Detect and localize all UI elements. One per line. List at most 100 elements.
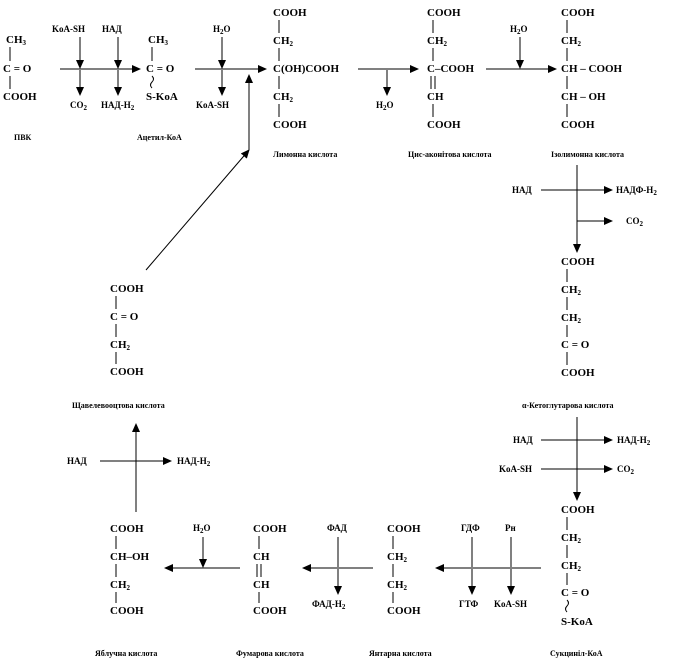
label-succinic: Янтарна кислота [369, 649, 432, 658]
isocit-choh: CH – OH [561, 91, 606, 103]
acetyl-ch3: CH3 [148, 34, 169, 47]
product-nadh2-3: НАД-Н2 [177, 456, 211, 468]
label-malic: Яблучна кислота [95, 649, 157, 658]
akg-ch2-2: CH2 [561, 312, 582, 325]
fumaric-structure: COOH CH CH COOH [253, 523, 287, 617]
product-nadh2-2: НАД-Н2 [617, 435, 651, 447]
reagent-h2o-2: H2O [510, 24, 528, 36]
product-co2-2: CO2 [626, 216, 644, 228]
oxalo-co: C = O [110, 311, 139, 323]
label-succinylcoa: Сукциніл-КоА [550, 649, 603, 658]
reagent-koash-2: KoA-SH [499, 464, 532, 474]
label-acetyl-coa: Ацетил-КоА [137, 133, 182, 142]
product-nadh2: НАД-Н2 [101, 100, 135, 112]
succoa-co: C = O [561, 587, 590, 599]
product-h2o: H2O [376, 100, 394, 112]
reagent-pn: Рн [505, 523, 516, 533]
citric-center: C(OH)COOH [273, 63, 339, 75]
acetyl-coa-structure: CH3 C = O S-KoA [146, 34, 178, 103]
reagent-nad-2: НАД [512, 185, 533, 195]
product-koash: KoA-SH [196, 100, 229, 110]
oxalo-cooh-top: COOH [110, 283, 144, 295]
citric-cooh-bottom: COOH [273, 119, 307, 131]
reagent-nad-3: НАД [513, 435, 534, 445]
pvk-ch3: CH3 [6, 34, 27, 47]
isocit-cooh-top: COOH [561, 7, 595, 19]
malic-choh: CH–OH [110, 551, 150, 563]
oxalo-cooh-bottom: COOH [110, 366, 144, 378]
label-citric-acid: Лимонна кислота [273, 150, 337, 159]
label-pvk: ПВК [14, 133, 32, 142]
succoa-ch2-1: CH2 [561, 532, 582, 545]
malic-structure: COOH CH–OH CH2 COOH [110, 523, 150, 617]
citric-cooh-top: COOH [273, 7, 307, 19]
reaction-succinic-to-fumaric: ФАД ФАД-Н2 [302, 523, 373, 611]
pvk-structure: CH3 C = O COOH [3, 34, 37, 103]
cisaconitic-structure: COOH CH2 C–COOH CH COOH [427, 7, 475, 131]
reagent-nad: НАД [102, 24, 123, 34]
reagent-koash: KoA-SH [52, 24, 85, 34]
cisacon-ch: CH [427, 91, 444, 103]
label-akg: α-Кетоглутарова кислота [522, 401, 614, 410]
product-gtf: ГТФ [459, 599, 479, 609]
product-nadfh2: НАДФ-Н2 [616, 185, 657, 197]
product-co2: CO2 [70, 100, 88, 112]
reaction-fumaric-to-malic: H2O [164, 523, 240, 572]
reagent-gdf: ГДФ [461, 523, 480, 533]
label-oxaloacetic: Щавелевооцтова кислота [72, 401, 165, 410]
succinic-cooh-top: COOH [387, 523, 421, 535]
akg-co: C = O [561, 339, 590, 351]
reagent-nad-4: НАД [67, 456, 88, 466]
oxalo-ch2: CH2 [110, 339, 131, 352]
fumaric-cooh-bottom: COOH [253, 605, 287, 617]
reaction-akg-to-succinylcoa: НАД НАД-Н2 KoA-SH CO2 [499, 417, 651, 501]
isocit-cooh-bottom: COOH [561, 119, 595, 131]
pvk-co: C = O [3, 63, 32, 75]
arrow-oxaloacetic-to-citric [145, 149, 250, 271]
isocitric-structure: COOH CH2 CH – COOH CH – OH COOH [561, 7, 623, 131]
cisacon-ch2: CH2 [427, 35, 448, 48]
reagent-h2o-3: H2O [193, 523, 211, 535]
fumaric-cooh-top: COOH [253, 523, 287, 535]
cisacon-cooh-bottom: COOH [427, 119, 461, 131]
malic-cooh-top: COOH [110, 523, 144, 535]
reaction-acetyl-to-citric: H2O KoA-SH [195, 24, 267, 110]
citric-ch2-bottom: CH2 [273, 91, 294, 104]
reagent-fad: ФАД [327, 523, 348, 533]
label-cisaconitic: Цис-аконітова кислота [408, 150, 492, 159]
isocit-ch2: CH2 [561, 35, 582, 48]
reaction-isocitric-to-akg: НАД НАДФ-Н2 CO2 [512, 165, 657, 253]
label-fumaric: Фумарова кислота [236, 649, 304, 658]
reaction-malic-to-oxaloacetic: НАД НАД-Н2 [67, 423, 211, 512]
succoa-skoa: S-KoA [561, 616, 593, 628]
akg-structure: COOH CH2 CH2 C = O COOH [561, 256, 595, 379]
isocit-chcooh: CH – COOH [561, 63, 623, 75]
pvk-cooh: COOH [3, 91, 37, 103]
succinic-cooh-bottom: COOH [387, 605, 421, 617]
citric-ch2-top: CH2 [273, 35, 294, 48]
acetyl-co: C = O [146, 63, 175, 75]
reaction-citric-to-cisaconitic: H2O [358, 65, 419, 112]
succinic-structure: COOH CH2 CH2 COOH [387, 523, 421, 617]
citric-acid-structure: COOH CH2 C(OH)COOH CH2 COOH [273, 7, 339, 131]
malic-ch2: CH2 [110, 579, 131, 592]
malic-cooh-bottom: COOH [110, 605, 144, 617]
cisacon-cooh-top: COOH [427, 7, 461, 19]
oxaloacetic-structure: COOH C = O CH2 COOH [110, 283, 144, 378]
product-koash-2: KoA-SH [494, 599, 527, 609]
reaction-succcoa-to-succinic: ГДФ ГТФ Рн KoA-SH [435, 523, 541, 609]
succoa-ch2-2: CH2 [561, 560, 582, 573]
reaction-pvk-to-acetyl: KoA-SH НАД CO2 НАД-Н2 [52, 24, 141, 112]
label-isocitric: Ізолимонна кислота [551, 150, 624, 159]
akg-cooh-bottom: COOH [561, 367, 595, 379]
succinic-ch2-2: CH2 [387, 579, 408, 592]
product-fadh2: ФАД-Н2 [312, 599, 346, 611]
acetyl-skoa: S-KoA [146, 91, 178, 103]
succoa-cooh: COOH [561, 504, 595, 516]
akg-cooh-top: COOH [561, 256, 595, 268]
succinylcoa-structure: COOH CH2 CH2 C = O S-KoA [561, 504, 595, 628]
fumaric-ch-1: CH [253, 551, 270, 563]
reagent-h2o: H2O [213, 24, 231, 36]
